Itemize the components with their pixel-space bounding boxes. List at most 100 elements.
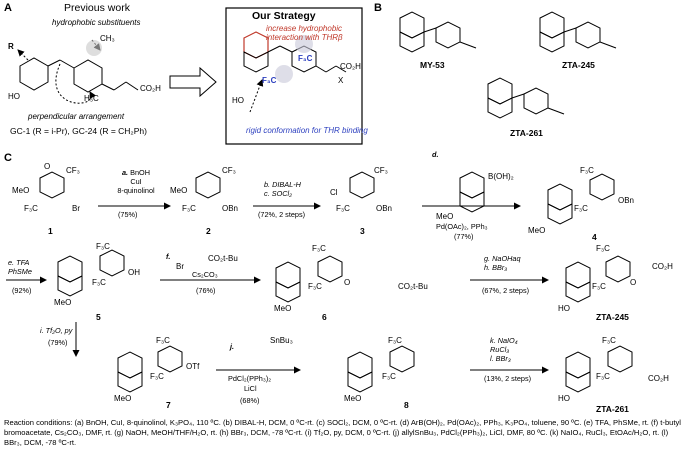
c1-f3c: F₃C [24,204,38,213]
step-bc-yield: (72%, 2 steps) [258,210,306,219]
c3-f3c: F₃C [336,204,350,213]
strategy-acid-label: CO₂H [340,62,361,71]
c3-cl: Cl [330,188,338,197]
c1-br: Br [72,204,80,213]
step-i-yield: (79%) [48,338,68,347]
step-kl-yield: (13%, 2 steps) [484,374,532,383]
c8-f3c-b: F₃C [382,372,396,381]
panel-c-letter: C [4,152,12,164]
reaction-arrows [6,202,549,374]
step-j-reagent: SnBu₃ [270,336,293,345]
zta245-co2h: CO₂H [652,262,673,271]
zta261-f3c-b: F₃C [596,372,610,381]
panel-c-structures [39,171,633,393]
c5-f3c-b: F₃C [92,278,106,287]
c6-co2tbu: CO₂t-Bu [398,282,428,291]
step-bc-reagents: b. DIBAL-H c. SOCl₂ [264,180,301,198]
strategy-header: Our Strategy [252,10,316,22]
previous-work-header: Previous work [64,2,130,14]
compound-1: 1 [48,226,53,236]
zta261-ho: HO [558,394,570,403]
c2-cf3: CF₃ [222,166,236,175]
c6-f3c-b: F₃C [308,282,322,291]
hollow-arrow [169,66,217,98]
compound-3: 3 [360,226,365,236]
c7-meo: MeO [114,394,132,403]
c4-f3c: F₃C [580,166,594,175]
c4-f3c-b: F₃C [574,204,588,213]
step-d-meo: MeO [436,212,454,221]
c5-oh: OH [128,268,140,277]
compound-5: 5 [96,312,101,322]
zta245-f3c: F₃C [596,244,610,253]
strategy-blue-note: rigid conformation for THR binding [246,126,368,135]
c2-obn: OBn [222,204,239,213]
zta245-ho: HO [558,304,570,313]
h3c-label: H₃C [84,94,99,103]
hydrophobic-note: hydrophobic substituents [52,18,141,27]
c1-o: O [44,162,51,171]
step-d-reagents: Pd(OAc)₂, PPh₃ [436,222,488,231]
step-i-reagents: i. Tf₂O, py [40,326,73,335]
c4-meo: MeO [528,226,546,235]
panel-b-structures [399,11,617,119]
gc1-structure [17,39,139,104]
strategy-structure [243,31,347,113]
compound-8: 8 [404,400,409,410]
step-d-yield: (77%) [454,232,474,241]
step-a-reagents: a. BnOH CuI 8-quinolinol [117,168,155,195]
reaction-conditions-caption: Reaction conditions: (a) BnOH, CuI, 8-qu… [4,418,681,447]
c3-cf3: CF₃ [374,166,388,175]
c2-f3c: F₃C [182,204,196,213]
product-zta261: ZTA-261 [596,404,629,414]
step-e-reagents: e. TFA PhSMe [8,258,32,276]
c6-f3c: F₃C [312,244,326,253]
c1-cf3: CF₃ [66,166,80,175]
acid-label: CO₂H [140,84,161,93]
c3-obn: OBn [376,204,393,213]
step-kl-reagents: k. NaIO₄ RuCl₃ l. BBr₃ [490,336,518,363]
perpendicular-note: perpendicular arrangement [28,112,125,121]
zta261-f3c: F₃C [602,336,616,345]
c7-f3c: F₃C [156,336,170,345]
strategy-x-label: X [338,76,344,85]
c4-obn: OBn [618,196,635,205]
zta245-o: O [630,278,637,287]
step-j-cat: PdCl₂(PPh₃)₂ [228,374,272,383]
step-e-yield: (92%) [12,286,32,295]
c8-f3c: F₃C [388,336,402,345]
r-label: R [8,42,14,51]
step-f-base: Cs₂CO₃ [192,270,218,279]
step-gh-yield: (67%, 2 steps) [482,286,530,295]
c2-meo: MeO [170,186,188,195]
strategy-ho-label: HO [232,96,244,105]
panel-b-letter: B [374,2,382,14]
strategy-f3c-1: F₃C [298,54,313,63]
step-f-yield: (76%) [196,286,216,295]
c7-f3c-b: F₃C [150,372,164,381]
compound-2: 2 [206,226,211,236]
step-j-key: j. [230,342,235,351]
compound-zta245-b: ZTA-245 [562,60,595,70]
compound-4: 4 [592,232,597,242]
panel-a-letter: A [4,2,12,14]
zta245-f3c-b: F₃C [592,282,606,291]
step-d-key: d. [432,150,439,159]
compound-zta261-b: ZTA-261 [510,128,543,138]
strategy-red-note: increase hydrophobic interaction with TH… [266,24,343,42]
c8-meo: MeO [344,394,362,403]
strategy-f3c-2: F₃C [262,76,277,85]
step-gh-reagents: g. NaOHaq h. BBr₃ [484,254,521,272]
c1-meo: MeO [12,186,30,195]
step-f-reagent: CO₂t-Bu [208,254,238,263]
zta261-co2h: CO₂H [648,374,669,383]
step-a-yield: (75%) [118,210,138,219]
compound-7: 7 [166,400,171,410]
product-zta245: ZTA-245 [596,312,629,322]
c5-meo: MeO [54,298,72,307]
strategy-box [225,7,363,145]
compound-6: 6 [322,312,327,322]
compound-my53: MY-53 [420,60,445,70]
step-f-key: f. [166,252,171,261]
